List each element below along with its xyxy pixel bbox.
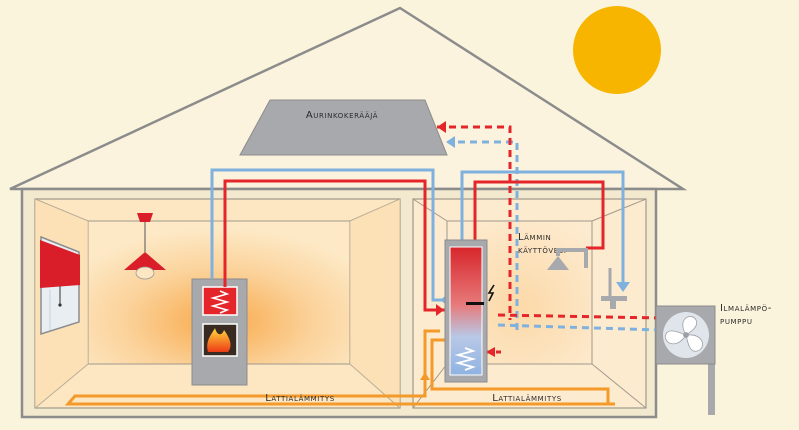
heat-pump-label-1: Ilmalämpö- <box>720 303 772 314</box>
heating-element <box>466 302 484 305</box>
fan-icon <box>664 316 703 352</box>
hot-water-label-1: Lämmin <box>518 232 551 243</box>
hot-arrow-lower <box>486 347 495 357</box>
lightning-icon <box>487 284 495 302</box>
heat-pump-label-2: pumppu <box>720 316 753 327</box>
hot-arrow-collector <box>437 121 446 133</box>
cold-arrow <box>616 282 630 292</box>
heat-pump <box>655 305 716 415</box>
ceiling-lamp-icon <box>124 213 166 280</box>
solar-collector-icon: Aurinkokerääjä <box>239 99 448 156</box>
collector-label: Aurinkokerääjä <box>306 110 378 121</box>
hot-arrow-tank <box>436 304 444 316</box>
water-tank-icon <box>444 239 488 383</box>
hot-water-label-2: käyttövesi <box>518 245 567 256</box>
window-icon <box>40 235 80 336</box>
floor-heating-label-left: Lattialämmitys <box>265 393 335 404</box>
floor-heating-label-right: Lattialämmitys <box>492 393 562 404</box>
sun-icon <box>573 6 661 94</box>
cold-pipes <box>210 140 661 332</box>
collector-return-arrow <box>446 136 455 148</box>
tap-icon <box>601 268 627 309</box>
fireplace-icon <box>191 278 248 386</box>
shower-icon <box>547 248 588 270</box>
hot-pipes <box>223 125 661 354</box>
floor-heating-pipes <box>64 329 615 406</box>
